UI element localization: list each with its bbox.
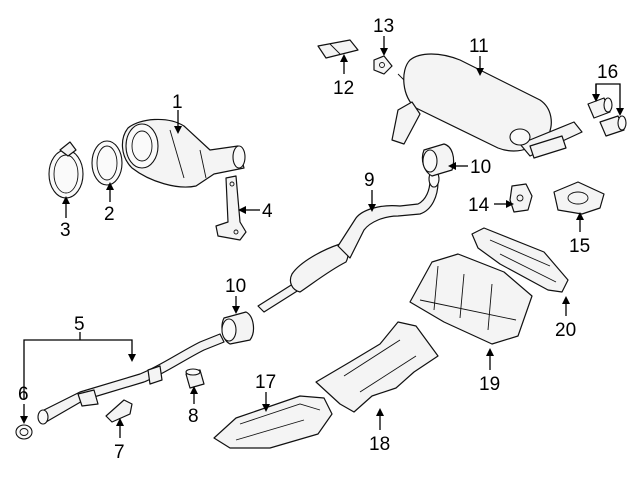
part-10-clamp-upper[interactable] — [421, 143, 455, 177]
callout-15: 15 — [569, 236, 590, 257]
part-20-heat-shield[interactable] — [471, 227, 569, 293]
part-5-front-pipe[interactable] — [37, 333, 225, 425]
part-3-clamp-ring[interactable] — [48, 141, 84, 199]
callout-6: 6 — [18, 384, 29, 405]
part-16-tailpipe-tips[interactable] — [587, 97, 627, 137]
callout-5: 5 — [74, 314, 85, 335]
part-11-rear-muffler[interactable] — [391, 53, 583, 159]
callout-2: 2 — [104, 204, 115, 225]
callout-18: 18 — [369, 434, 390, 455]
callout-16: 16 — [597, 62, 618, 83]
part-7-bracket[interactable] — [105, 399, 133, 423]
part-2-gasket[interactable] — [91, 140, 123, 186]
callout-3: 3 — [60, 220, 71, 241]
callout-10-upper: 10 — [470, 157, 491, 178]
part-14-hanger[interactable] — [509, 183, 533, 213]
callout-10-lower: 10 — [225, 276, 246, 297]
part-19-heat-shield[interactable] — [409, 253, 533, 345]
part-12-heat-plate[interactable] — [317, 39, 359, 59]
part-13-hanger[interactable] — [373, 55, 393, 75]
part-9-intermediate-pipe[interactable] — [257, 170, 440, 313]
part-1-catalytic-converter[interactable] — [121, 118, 246, 188]
callout-14: 14 — [468, 195, 490, 216]
leader-lines — [20, 36, 624, 438]
part-4-bracket[interactable] — [215, 175, 247, 241]
callout-17: 17 — [255, 372, 276, 393]
callout-9: 9 — [364, 170, 375, 191]
callout-8: 8 — [188, 406, 199, 427]
part-8-insulator[interactable] — [185, 368, 205, 389]
callout-labels: 1 2 3 4 5 6 7 8 9 10 10 11 12 13 14 15 1… — [18, 16, 618, 463]
part-6-band-clamp[interactable] — [15, 424, 33, 440]
part-10-clamp-lower[interactable] — [221, 311, 255, 345]
callout-19: 19 — [479, 374, 500, 395]
callout-7: 7 — [114, 442, 125, 463]
part-18-heat-shield[interactable] — [315, 321, 439, 413]
part-17-heat-shield[interactable] — [213, 395, 333, 449]
callout-20: 20 — [555, 320, 576, 341]
callout-11: 11 — [469, 36, 489, 57]
callout-12: 12 — [333, 78, 354, 99]
callout-4: 4 — [262, 201, 273, 222]
part-15-bracket[interactable] — [553, 181, 605, 215]
callout-13: 13 — [373, 16, 394, 37]
callout-1: 1 — [172, 92, 183, 113]
